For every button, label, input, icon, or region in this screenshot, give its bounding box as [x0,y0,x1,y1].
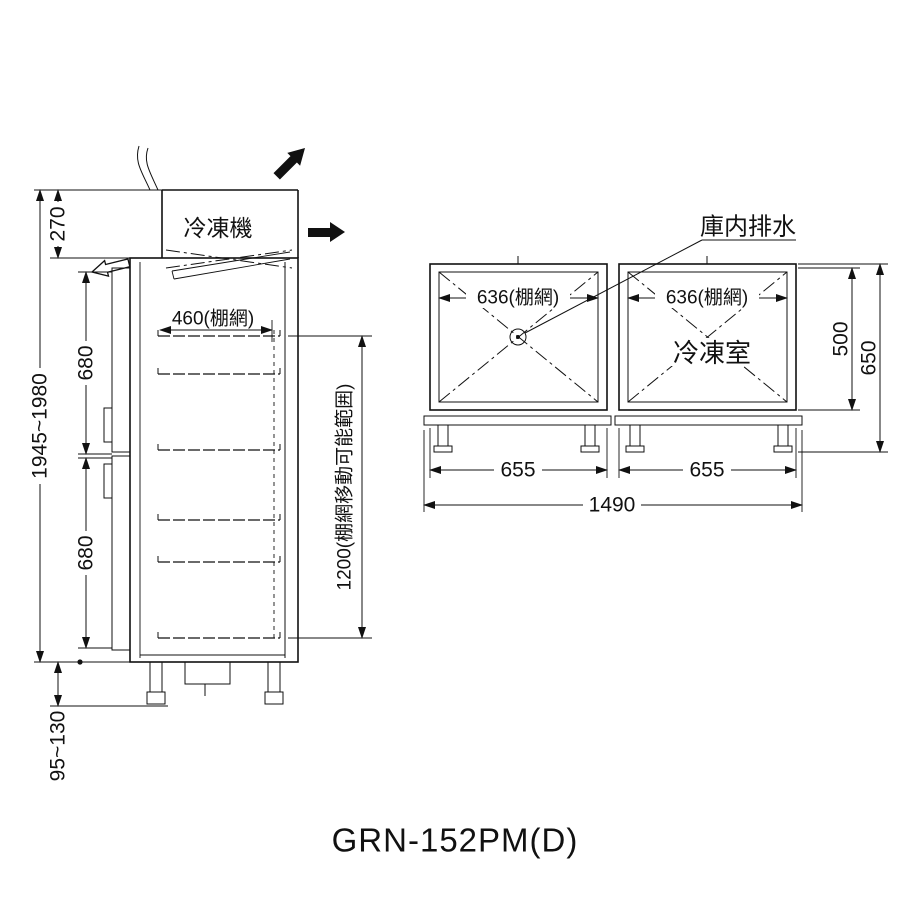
front-base [423,415,803,453]
shelf-5 [157,556,281,563]
shelf-range-dim: 1200(棚網移動可能範囲) [334,384,356,591]
condenser-height-dim: 270 [47,206,70,241]
shelf-dim-right: 636(棚網) [666,287,748,309]
left-rail [423,415,612,426]
front-bottom-dimensions: 655 655 1490 [423,428,803,517]
drain-box [184,661,231,685]
shelf-dim-left: 636(棚網) [477,287,559,309]
door-height-dim: 650 [858,340,881,375]
front-leg-2 [580,424,600,453]
front-leg-3 [625,424,645,453]
rear-leg-foot [264,691,284,705]
drain-circle [509,328,527,346]
shelf-2 [157,368,281,375]
left-width-dim: 655 [500,459,535,482]
drain-label: 庫内排水 [700,214,796,241]
power-cord [136,145,151,191]
shelf-dimensions-front: 636(棚網) 636(棚網) [438,287,788,309]
shelf-6 [157,632,281,639]
shelves [157,330,281,639]
side-dimensions: 1945~1980 270 680 680 95~130 [28,189,168,782]
upper-door-dim: 680 [75,345,98,380]
condenser-section: 冷凍機 [136,145,293,280]
condenser-label: 冷凍機 [184,215,253,241]
power-cord-2 [145,147,159,191]
cabinet-outline [129,189,299,663]
upper-door-handle [103,407,113,443]
condenser-tray [171,251,291,280]
right-rail [614,415,803,426]
right-compartment: 冷凍室 [618,256,797,411]
shelf-width-dimension: 460(棚網) [159,308,273,342]
shelf-4 [157,514,281,521]
front-right-dimensions: 500 650 [798,263,888,453]
side-view: 冷凍機 [28,145,372,782]
upper-door [111,267,131,453]
front-leg-1 [433,424,453,453]
exhaust-arrow-icon [273,148,305,180]
intake-arrow-icon [90,258,131,278]
interior-drain: 庫内排水 [509,214,796,346]
front-view: 冷凍室 636(棚網) 636(棚網) 庫内排水 [423,214,888,517]
overall-height-dim: 1945~1980 [29,373,52,479]
shelf-width-dim: 460(棚網) [172,308,254,330]
opening-height-dim: 500 [830,321,853,356]
legs-and-base [146,661,284,705]
airflow-arrows [90,148,345,278]
freezer-label: 冷凍室 [673,338,751,368]
model-title: GRN-152PM(D) [332,822,579,859]
lower-door-handle [103,463,113,499]
shelf-range-dimension: 1200(棚網移動可能範囲) [288,335,372,639]
doors [103,267,131,651]
shelf-1 [157,330,281,337]
condenser-centerlines [165,249,293,269]
side-exhaust-arrow-icon [308,222,345,242]
front-leg-foot [146,691,166,705]
leg-height-dim: 95~130 [47,711,70,782]
right-width-dim: 655 [689,459,724,482]
lower-door-dim: 680 [75,535,98,570]
front-leg-4 [773,424,793,453]
shelf-3 [157,444,281,451]
left-compartment [429,256,608,411]
overall-width-dim: 1490 [589,494,636,517]
drain-leader-line [524,239,703,334]
lower-door [111,455,131,651]
